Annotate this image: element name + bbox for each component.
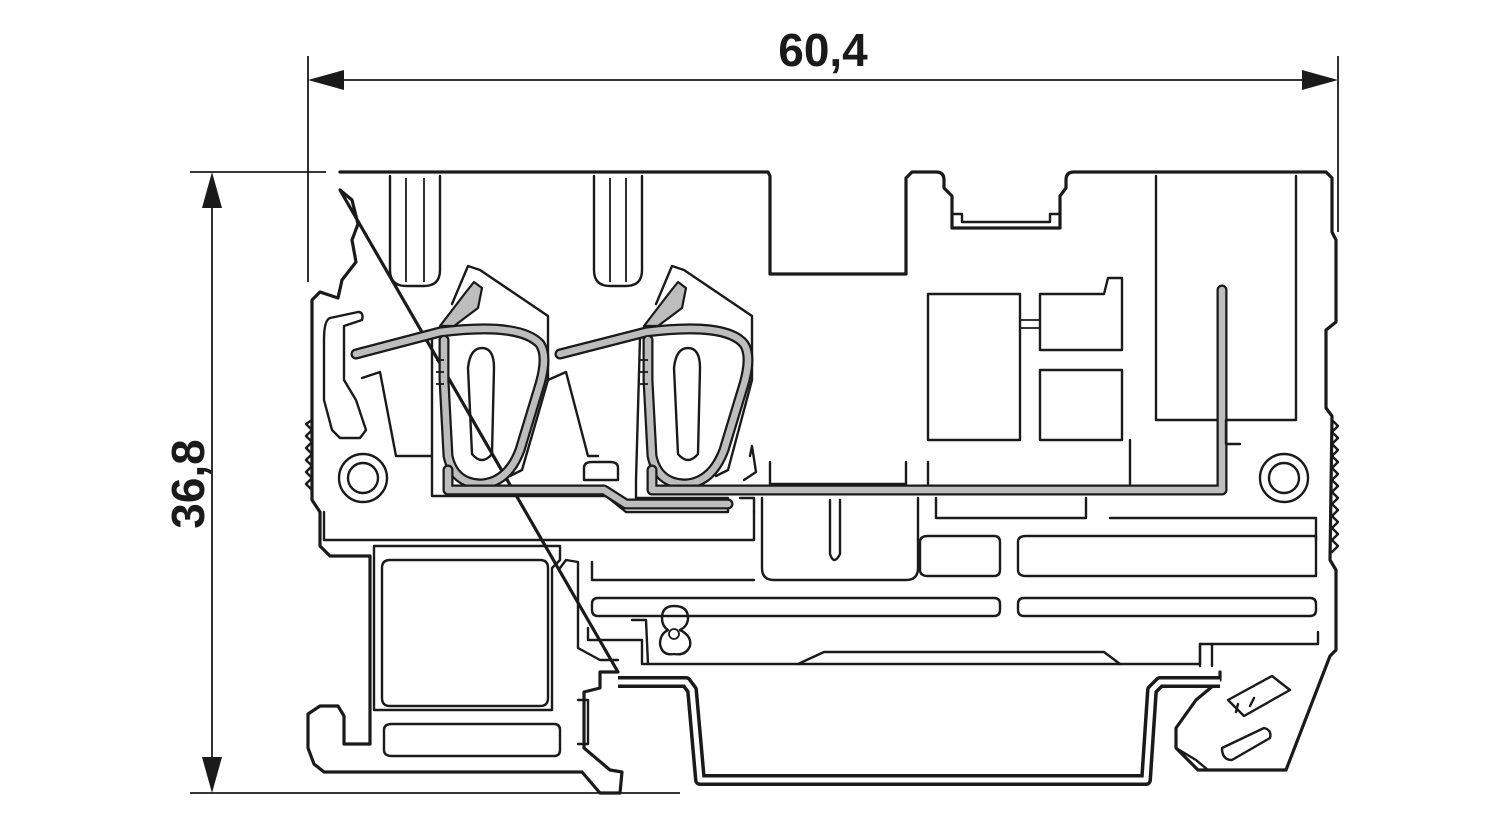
locking-latch: [630, 604, 692, 666]
height-arrow-bottom: [202, 757, 222, 793]
height-arrow-top: [202, 172, 222, 208]
push-in-chamber-2: [554, 264, 758, 490]
width-dimension-label: 60,4: [778, 24, 868, 76]
height-dimension-label: 36,8: [162, 439, 214, 529]
right-screw-hole: [1258, 452, 1310, 504]
width-dimension: 60,4: [307, 24, 1339, 282]
left-screw-hole: [337, 452, 389, 504]
top-slots: [388, 174, 1298, 422]
push-in-chamber-1: [350, 264, 730, 514]
left-clip: [322, 310, 434, 504]
width-arrow-right: [1302, 70, 1338, 90]
current-bar: [442, 284, 1242, 510]
width-arrow-left: [308, 70, 344, 90]
left-foot: [372, 544, 590, 758]
lower-body: [322, 496, 1320, 666]
housing-outline: [304, 170, 1340, 795]
din-rail: [618, 642, 1220, 786]
right-foot-latch: [1174, 674, 1292, 772]
bridge-compartments: [768, 276, 1132, 486]
height-dimension: 36,8: [162, 171, 680, 794]
